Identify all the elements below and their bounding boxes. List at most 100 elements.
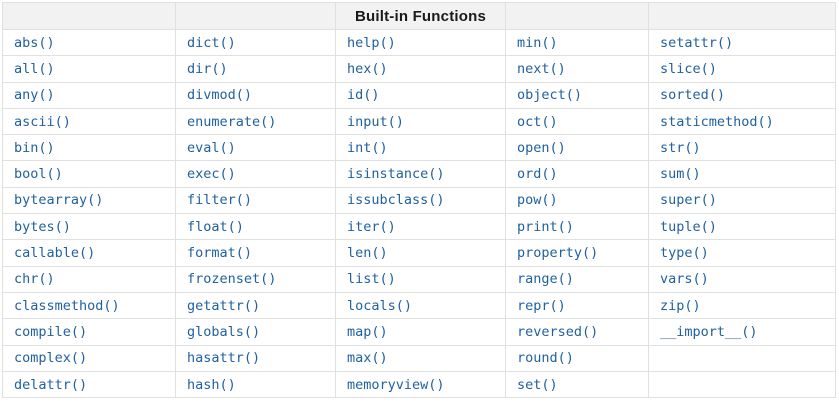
table-cell: isinstance() <box>335 160 506 188</box>
function-link[interactable]: any() <box>14 87 55 104</box>
table-cell: pow() <box>505 186 649 215</box>
function-link[interactable]: property() <box>517 245 599 262</box>
header-cell-1 <box>2 2 176 30</box>
function-link[interactable]: slice() <box>660 60 717 77</box>
function-link[interactable]: type() <box>660 245 709 262</box>
function-link[interactable]: hash() <box>187 376 236 393</box>
function-link[interactable]: dir() <box>187 60 228 77</box>
function-link[interactable]: chr() <box>14 271 55 288</box>
function-link[interactable]: int() <box>347 139 388 156</box>
function-link[interactable]: open() <box>517 139 566 156</box>
function-link[interactable]: max() <box>347 350 388 367</box>
table-cell: setattr() <box>648 28 836 57</box>
table-cell: len() <box>335 239 506 267</box>
function-link[interactable]: bin() <box>14 139 55 156</box>
function-link[interactable]: isinstance() <box>347 166 445 183</box>
function-link[interactable]: pow() <box>517 192 558 209</box>
function-link[interactable]: hasattr() <box>187 350 261 367</box>
function-link[interactable]: vars() <box>660 271 709 288</box>
function-link[interactable]: print() <box>517 218 574 235</box>
function-link[interactable]: map() <box>347 323 388 340</box>
table-cell: type() <box>648 239 836 267</box>
function-link[interactable]: repr() <box>517 297 566 314</box>
function-link[interactable]: round() <box>517 350 574 367</box>
function-link[interactable]: next() <box>517 60 566 77</box>
function-link[interactable]: sorted() <box>660 87 726 104</box>
function-link[interactable]: dict() <box>187 34 236 51</box>
function-link[interactable]: complex() <box>14 350 88 367</box>
table-cell: format() <box>175 239 336 267</box>
table-row: bytes() float() iter() print() tuple() <box>2 213 836 241</box>
function-link[interactable]: classmethod() <box>14 297 120 314</box>
function-link[interactable]: frozenset() <box>187 271 277 288</box>
function-link[interactable]: delattr() <box>14 376 88 393</box>
function-link[interactable]: help() <box>347 34 396 51</box>
function-link[interactable]: getattr() <box>187 297 261 314</box>
function-link[interactable]: filter() <box>187 192 253 209</box>
table-cell: min() <box>505 28 649 57</box>
function-link[interactable]: super() <box>660 192 717 209</box>
function-link[interactable]: oct() <box>517 113 558 130</box>
table-cell: delattr() <box>2 370 176 399</box>
function-link[interactable]: staticmethod() <box>660 113 774 130</box>
function-link[interactable]: __import__() <box>660 323 758 340</box>
table-row: bytearray() filter() issubclass() pow() supe… <box>2 186 836 215</box>
function-link[interactable]: globals() <box>187 323 261 340</box>
table-cell: zip() <box>648 291 836 320</box>
function-link[interactable]: locals() <box>347 297 413 314</box>
table-cell: abs() <box>2 28 176 57</box>
function-link[interactable]: compile() <box>14 323 88 340</box>
table-cell: issubclass() <box>335 186 506 215</box>
table-cell: help() <box>335 28 506 57</box>
table-cell: open() <box>505 134 649 162</box>
table-row: callable() format() len() property() type() <box>2 239 836 267</box>
function-link[interactable]: format() <box>187 245 253 262</box>
function-link[interactable]: list() <box>347 271 396 288</box>
function-link[interactable]: setattr() <box>660 34 734 51</box>
function-link[interactable]: tuple() <box>660 218 717 235</box>
function-link[interactable]: len() <box>347 245 388 262</box>
header-cell-2 <box>175 2 336 30</box>
header-row: Built-in Functions <box>2 2 836 30</box>
function-link[interactable]: sum() <box>660 166 701 183</box>
builtin-functions-table: Built-in Functions abs() dict() help() min(… <box>2 2 836 399</box>
function-link[interactable]: eval() <box>187 139 236 156</box>
table-cell: enumerate() <box>175 107 336 136</box>
function-link[interactable]: set() <box>517 376 558 393</box>
function-link[interactable]: callable() <box>14 245 96 262</box>
table-cell: callable() <box>2 239 176 267</box>
function-link[interactable]: exec() <box>187 166 236 183</box>
table-title: Built-in Functions <box>354 7 487 25</box>
table-cell: dir() <box>175 55 336 83</box>
function-link[interactable]: str() <box>660 139 701 156</box>
function-link[interactable]: bytearray() <box>14 192 104 209</box>
function-link[interactable]: memoryview() <box>347 376 445 393</box>
function-link[interactable]: reversed() <box>517 323 599 340</box>
function-link[interactable]: min() <box>517 34 558 51</box>
function-link[interactable]: iter() <box>347 218 396 235</box>
function-link[interactable]: range() <box>517 271 574 288</box>
function-link[interactable]: abs() <box>14 34 55 51</box>
table-cell: dict() <box>175 28 336 57</box>
function-link[interactable]: object() <box>517 87 583 104</box>
function-link[interactable]: enumerate() <box>187 113 277 130</box>
table-cell: divmod() <box>175 81 336 109</box>
function-link[interactable]: all() <box>14 60 55 77</box>
function-link[interactable]: ord() <box>517 166 558 183</box>
function-link[interactable]: id() <box>347 87 380 104</box>
function-link[interactable]: input() <box>347 113 404 130</box>
function-link[interactable]: bytes() <box>14 218 71 235</box>
table-row: ascii() enumerate() input() oct() staticmeth… <box>2 107 836 136</box>
function-link[interactable]: float() <box>187 218 244 235</box>
table-cell: classmethod() <box>2 291 176 320</box>
function-link[interactable]: hex() <box>347 60 388 77</box>
table-row: chr() frozenset() list() range() vars() <box>2 265 836 293</box>
function-link[interactable]: divmod() <box>187 87 253 104</box>
function-link[interactable]: zip() <box>660 297 701 314</box>
table-cell: id() <box>335 81 506 109</box>
function-link[interactable]: ascii() <box>14 113 71 130</box>
function-link[interactable]: issubclass() <box>347 192 445 209</box>
table-cell: range() <box>505 265 649 293</box>
function-link[interactable]: bool() <box>14 166 63 183</box>
